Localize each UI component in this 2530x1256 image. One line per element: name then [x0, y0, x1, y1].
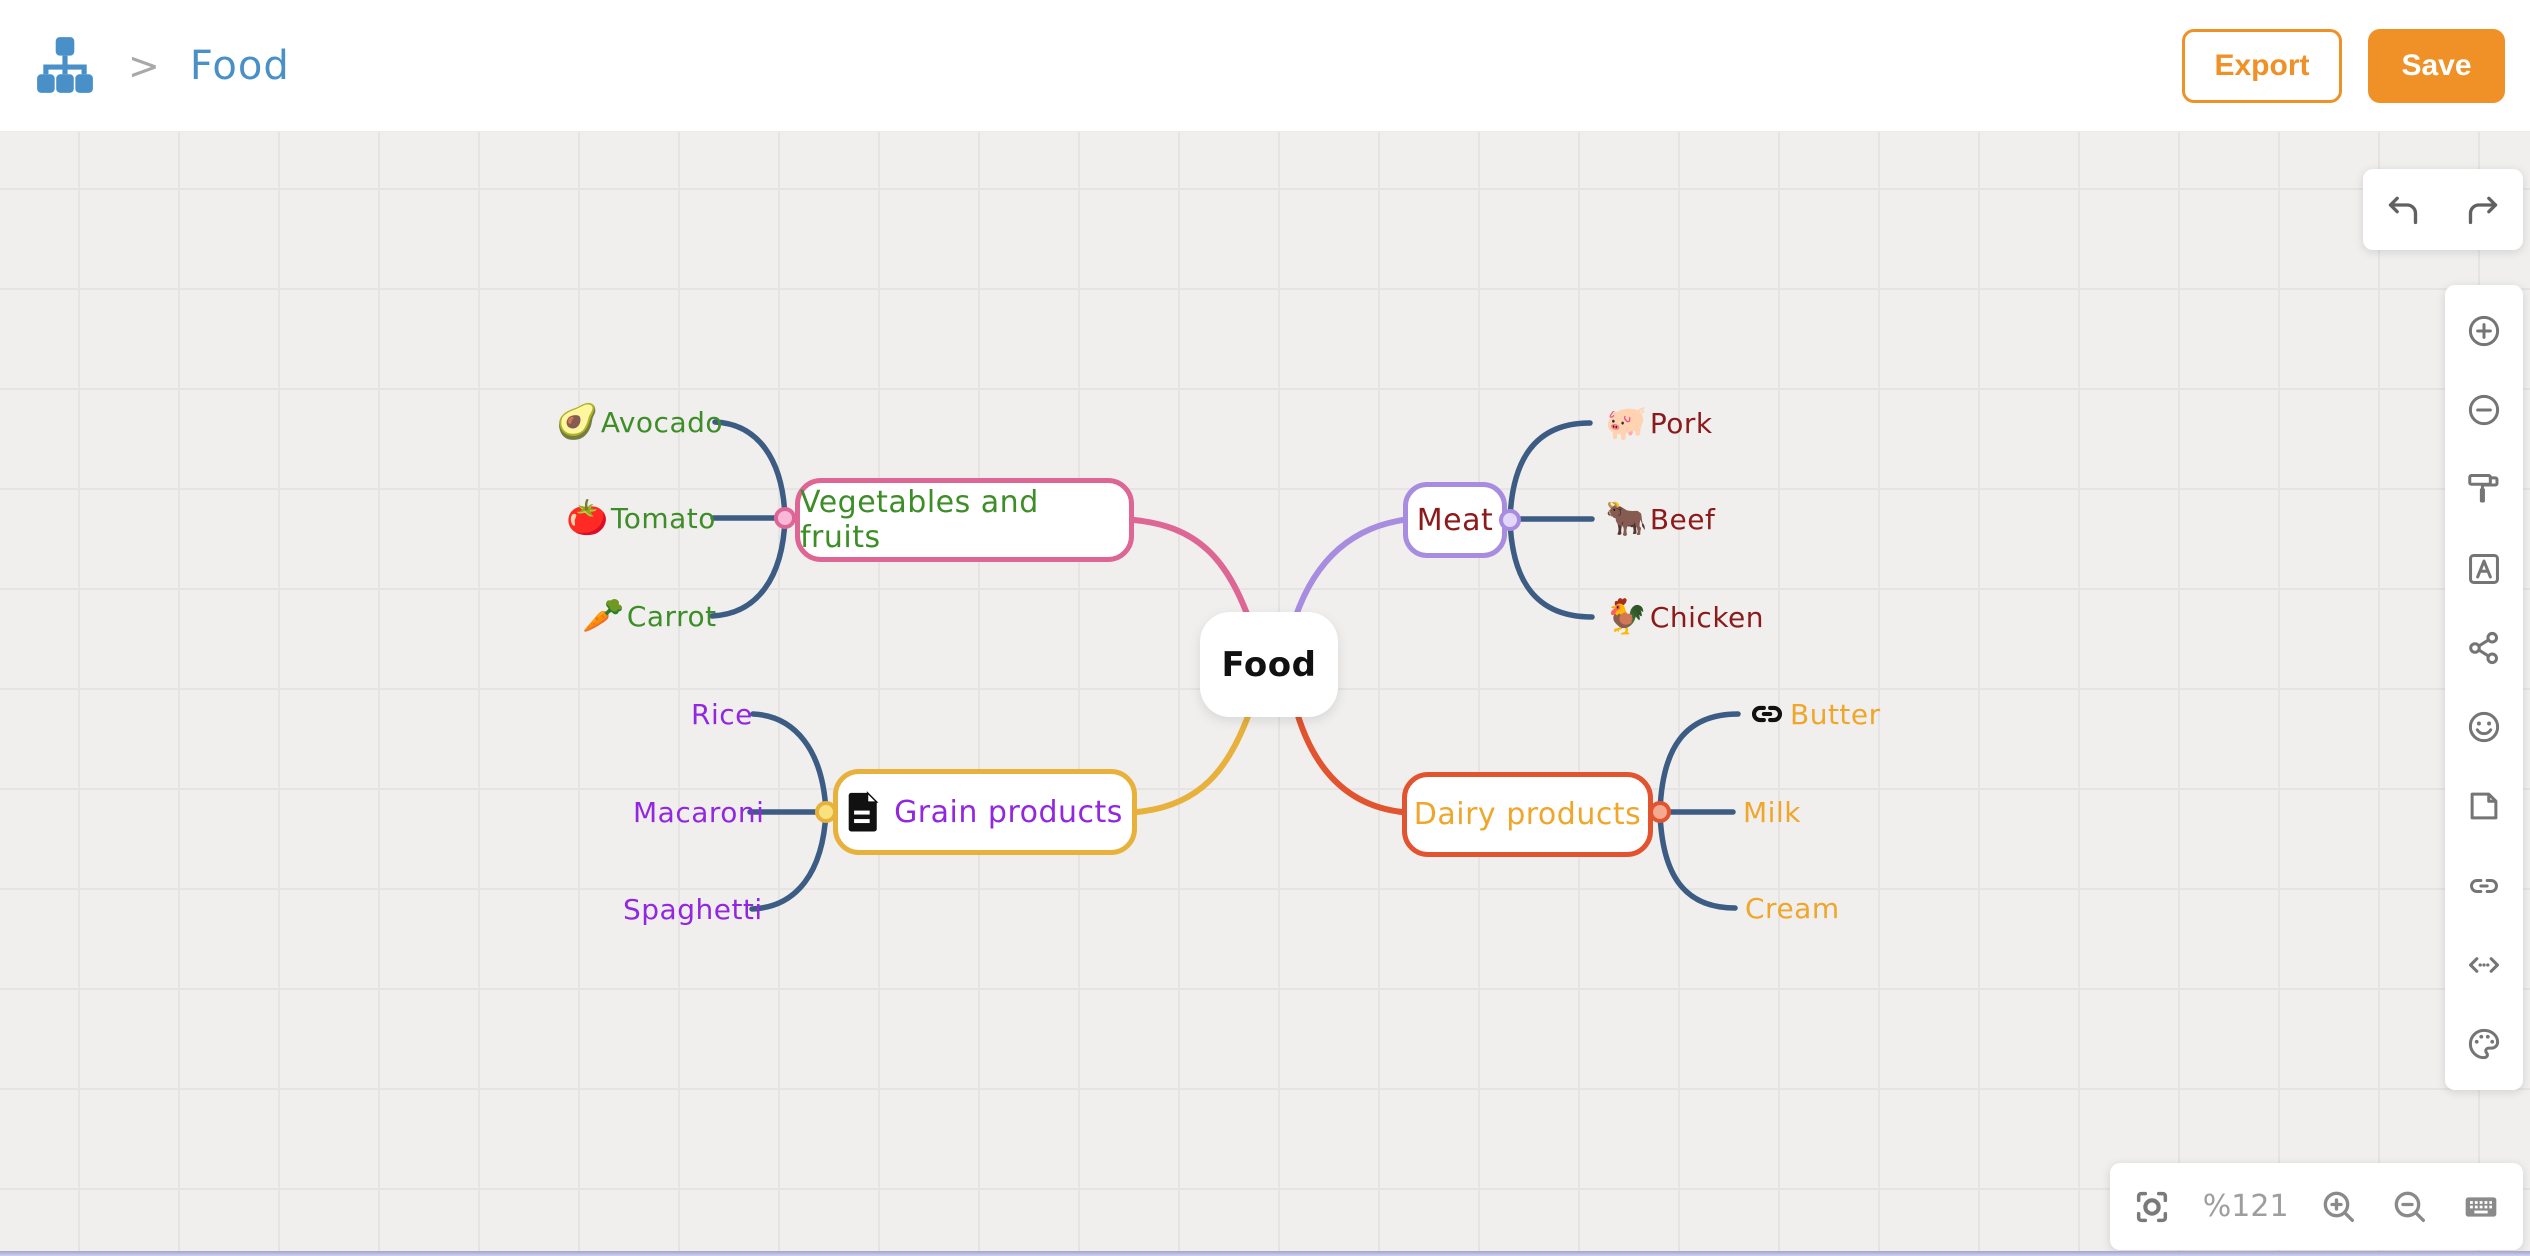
collapse-dot-dairy[interactable]	[1649, 801, 1671, 823]
child-node-spaghetti[interactable]: Spaghetti	[623, 887, 763, 931]
child-label: Milk	[1743, 795, 1801, 829]
emoji-icon[interactable]	[2464, 707, 2504, 747]
link-icon	[1748, 695, 1786, 733]
window-bottom-edge	[0, 1251, 2530, 1256]
child-line-rice	[750, 711, 829, 815]
child-node-macaroni[interactable]: Macaroni	[633, 790, 764, 834]
zoom-toolbar: %121	[2110, 1163, 2523, 1250]
link-icon[interactable]	[2464, 866, 2504, 906]
child-line-carrot	[709, 515, 788, 619]
zoom-in-icon[interactable]	[2319, 1187, 2359, 1227]
child-node-chicken[interactable]: 🐓 Chicken	[1605, 595, 1764, 639]
child-node-rice[interactable]: Rice	[691, 692, 753, 736]
child-node-pork[interactable]: 🐖 Pork	[1605, 401, 1713, 445]
child-label: Macaroni	[633, 795, 765, 829]
code-icon[interactable]	[2464, 945, 2504, 985]
child-line-avocado	[712, 419, 788, 521]
branch-node-label: Grain products	[894, 794, 1123, 830]
collapse-dot-grain[interactable]	[815, 801, 837, 823]
zoom-out-icon[interactable]	[2390, 1187, 2430, 1227]
save-button[interactable]: Save	[2368, 28, 2505, 103]
child-node-cream[interactable]: Cream	[1745, 886, 1840, 930]
zoom-level-label: %121	[2202, 1189, 2289, 1224]
child-node-beef[interactable]: 🐂 Beef	[1605, 497, 1715, 541]
branch-node-grain[interactable]: Grain products	[833, 769, 1137, 855]
child-node-avocado[interactable]: 🥑 Avocado	[556, 400, 723, 444]
branch-line-vegetables	[1131, 517, 1255, 631]
child-node-tomato[interactable]: 🍅 Tomato	[566, 496, 716, 540]
child-node-butter[interactable]: Butter	[1748, 692, 1881, 736]
center-focus-icon[interactable]	[2132, 1187, 2172, 1227]
collapse-dot-vegetables[interactable]	[774, 507, 796, 529]
branch-node-label: Dairy products	[1413, 797, 1642, 832]
child-label: Spaghetti	[623, 892, 763, 926]
palette-icon[interactable]	[2464, 1024, 2504, 1064]
rooster-emoji: 🐓	[1605, 597, 1648, 637]
child-label: Beef	[1649, 502, 1716, 536]
branch-line-meat	[1289, 517, 1406, 631]
root-node[interactable]: Food	[1200, 612, 1338, 717]
child-line-butter	[1657, 711, 1741, 815]
mindmap-logo-icon[interactable]	[36, 35, 94, 97]
pig-emoji: 🐖	[1605, 403, 1648, 443]
collapse-dot-meat[interactable]	[1499, 509, 1521, 531]
zoom-in-circle-icon[interactable]	[2464, 311, 2504, 351]
tomato-emoji: 🍅	[566, 498, 609, 538]
undo-icon[interactable]	[2383, 190, 2423, 230]
branch-line-dairy	[1291, 699, 1405, 815]
child-label: Rice	[691, 697, 753, 731]
ox-emoji: 🐂	[1605, 499, 1648, 539]
header-actions: Export Save	[2182, 28, 2505, 103]
file-icon[interactable]	[2464, 786, 2504, 826]
branch-node-vegetables[interactable]: Vegetables and fruits	[795, 478, 1134, 562]
zoom-out-circle-icon[interactable]	[2464, 390, 2504, 430]
child-label: Avocado	[600, 405, 724, 439]
export-button[interactable]: Export	[2182, 28, 2342, 103]
avocado-emoji: 🥑	[556, 402, 599, 442]
branch-node-meat[interactable]: Meat	[1403, 482, 1507, 558]
paint-roller-icon[interactable]	[2464, 469, 2504, 509]
file-icon	[847, 790, 881, 834]
child-label: Chicken	[1649, 600, 1765, 634]
page-title[interactable]: Food	[189, 42, 290, 89]
child-label: Pork	[1649, 406, 1713, 440]
branch-node-label: Meat	[1416, 502, 1494, 538]
share-icon[interactable]	[2464, 628, 2504, 668]
side-toolbar	[2445, 285, 2523, 1090]
child-label: Cream	[1745, 891, 1840, 925]
child-label: Tomato	[610, 501, 716, 535]
keyboard-icon[interactable]	[2461, 1187, 2501, 1227]
child-label: Butter	[1790, 697, 1881, 731]
child-line-cream	[1657, 809, 1738, 911]
child-node-milk[interactable]: Milk	[1743, 790, 1801, 834]
child-node-carrot[interactable]: 🥕 Carrot	[582, 594, 717, 638]
redo-icon[interactable]	[2463, 190, 2503, 230]
child-line-pork	[1507, 420, 1593, 523]
child-line-spaghetti	[749, 809, 829, 912]
text-style-icon[interactable]	[2464, 549, 2504, 589]
child-line-chicken	[1507, 517, 1595, 620]
branch-node-label: Vegetables and fruits	[800, 485, 1039, 555]
breadcrumb-separator: >	[128, 43, 160, 88]
history-toolbar	[2363, 169, 2523, 250]
branch-node-dairy[interactable]: Dairy products	[1402, 772, 1653, 857]
child-label: Carrot	[626, 599, 717, 633]
carrot-emoji: 🥕	[582, 596, 625, 636]
header: > Food Export Save	[0, 0, 2530, 132]
branch-line-grain	[1134, 699, 1256, 815]
